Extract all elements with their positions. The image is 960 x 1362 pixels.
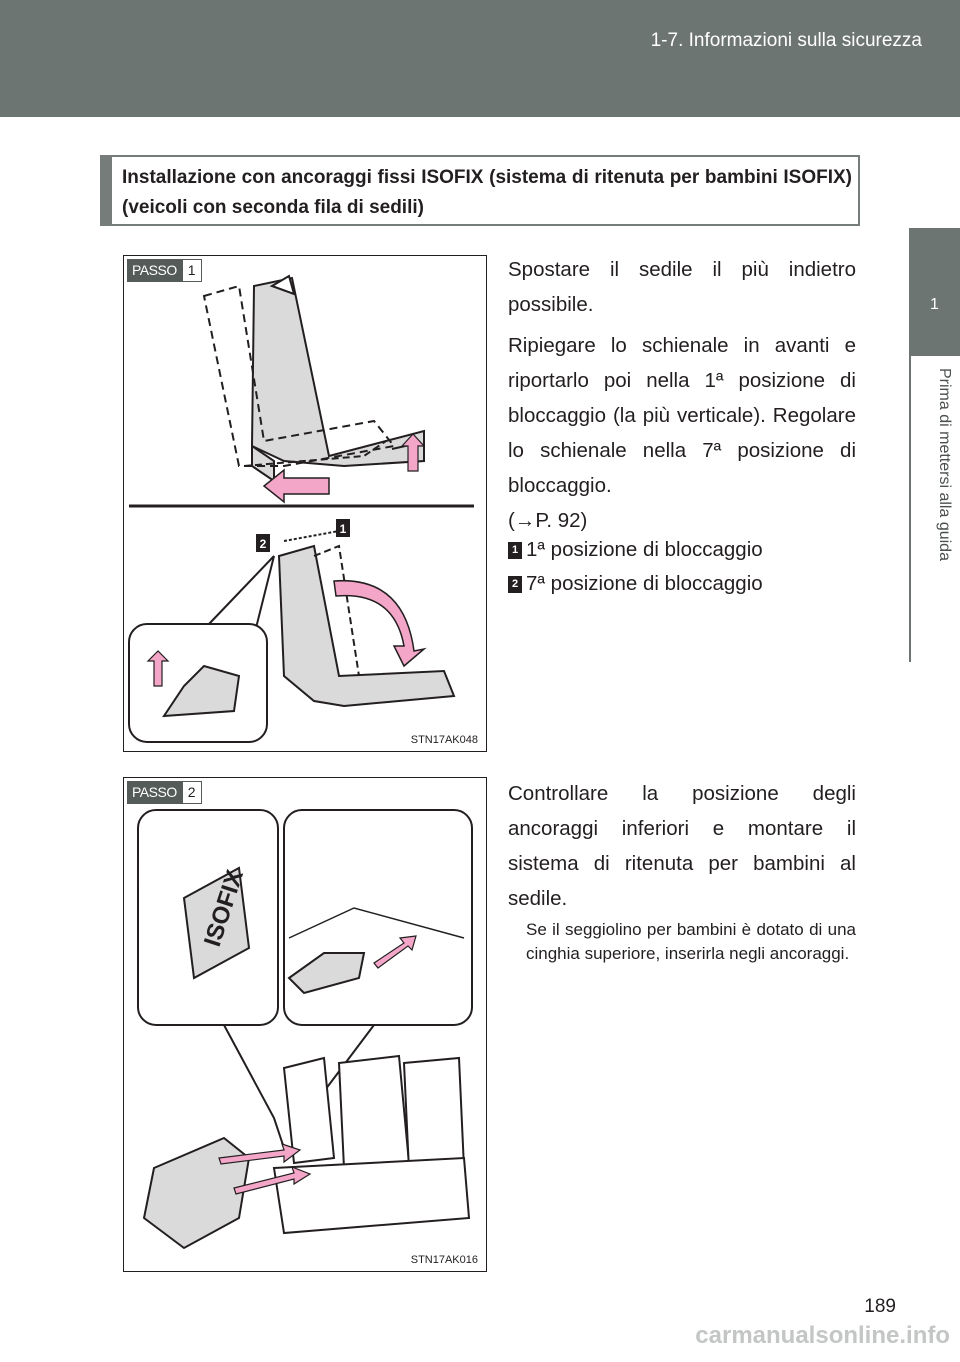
step-number: 1 [181,259,202,282]
seat-shape [277,544,456,708]
step-2-text: Controllare la posizione degli ancoraggi… [508,776,856,916]
arrow-insert-icon [218,1143,302,1165]
section-title: 1-7. Informazioni sulla sicurezza [650,30,922,51]
legend-item: 2 7ª posizione di bloccaggio [508,572,763,596]
chapter-tab: 1 [909,228,960,356]
figure-code: STN17AK016 [410,1254,478,1266]
rear-seat-back [402,1056,466,1172]
seat-recline-illustration: 2 1 [128,274,474,743]
headrest-shape [269,274,296,296]
arrow-recline-icon [333,579,427,668]
rear-seat-back [337,1054,411,1170]
callout-1-label: 1 [340,522,347,536]
lever-detail [162,664,241,718]
step-1-text-a: Spostare il sedile il più indietro possi… [508,252,856,322]
section-heading: Installazione con ancoraggi fissi ISOFIX… [100,155,860,226]
rail-dashed [243,440,387,467]
callout-badge-1 [336,519,350,537]
step-label: PASSO [127,781,182,804]
page-number: 189 [864,1296,896,1317]
section-heading-text: Installazione con ancoraggi fissi ISOFIX… [122,167,852,218]
callout-2-label: 2 [260,537,267,551]
angle-arc [283,530,340,542]
isofix-tag-shape [182,866,251,980]
chapter-tab-rule [909,356,960,662]
callout-line [208,555,275,625]
step-2-note: Se il seggiolino per bambini è dotato di… [526,920,856,963]
rear-seat-cushion [272,1156,471,1235]
step-2-badge: PASSO 2 [127,781,202,804]
watermark: carmanualsonline.info [695,1322,950,1349]
rear-seat-back [282,1056,336,1165]
paragraph: Ripiegare lo schienale in avanti e ripor… [508,334,856,497]
legend-item: 1 1ª posizione di bloccaggio [508,538,763,562]
child-seat-shape [142,1136,251,1250]
step-1-text-b: Ripiegare lo schienale in avanti e ripor… [508,328,856,538]
isofix-illustration: ISOFIX [137,809,473,1250]
arrow-up-icon [400,433,426,472]
arrow-up-icon [146,650,170,687]
arrow-insert-icon [373,935,417,969]
seat-shape [250,276,425,468]
chapter-number: 1 [930,296,939,313]
figure-code: STN17AK048 [410,734,478,746]
paragraph: Controllare la posizione degli ancoraggi… [508,782,856,910]
paragraph: Spostare il sedile il più indietro possi… [508,258,856,316]
seat-dashed-outline [313,544,360,677]
arrow-back-icon [262,468,330,504]
figure-step-2: ISOFIX PASSO 2 STN17AK016 [123,777,487,1272]
arrow-insert-icon [233,1165,312,1195]
seat-cushion-line [288,907,465,939]
step-1-badge: PASSO 1 [127,259,202,282]
chapter-label: Prima di mettersi alla guida [936,368,953,561]
inset-frame [283,809,473,1026]
step-label: PASSO [127,259,182,282]
legend-badge: 2 [508,575,522,593]
legend-text: 7ª posizione di bloccaggio [526,572,763,595]
connector-shape [287,952,366,995]
callout-badge-2 [256,534,270,552]
figure-step-1: 2 1 PASSO 1 STN17AK048 [123,255,487,752]
page-reference: (→P. 92) [508,509,588,532]
step-number: 2 [181,781,202,804]
callout-line [223,1024,285,1149]
legend-badge: 1 [508,541,522,559]
legend-text: 1ª posizione di bloccaggio [526,538,763,561]
header-band: 1-7. Informazioni sulla sicurezza [0,0,960,117]
